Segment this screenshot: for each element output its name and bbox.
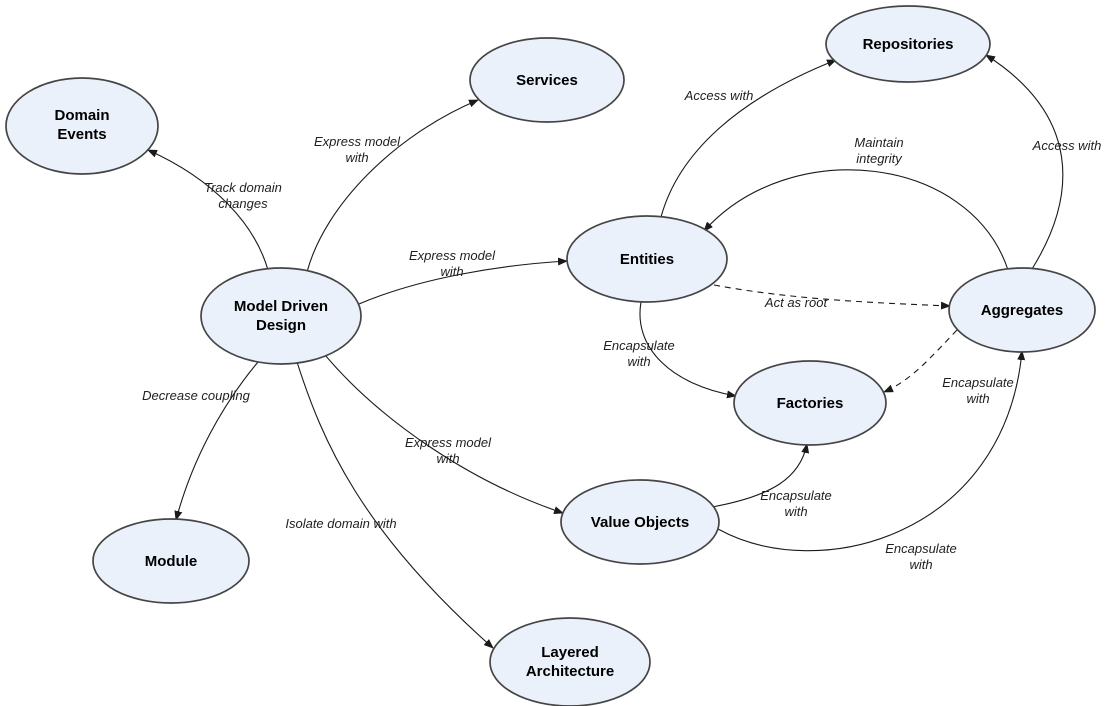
encapsulate-entities-factories-label: Encapsulate: [603, 338, 675, 353]
domain-events-label-2: Events: [57, 126, 106, 143]
express-model-entities-label: Express model: [409, 248, 496, 263]
domain-events-label: Domain: [54, 107, 109, 124]
encapsulate-entities-factories-label-2: with: [627, 354, 650, 369]
access-with-entities-label: Access with: [684, 88, 754, 103]
node-domain-events: Domain Events: [5, 77, 159, 175]
node-repositories: Repositories: [825, 5, 991, 83]
node-layered-architecture: Layered Architecture: [489, 617, 651, 706]
encapsulate-value-objects-factories-label: Encapsulate: [760, 488, 832, 503]
factories-shape: [733, 360, 887, 446]
model-driven-design-shape: [200, 267, 362, 365]
layered-architecture-label-2: Architecture: [526, 663, 614, 680]
edge-express-model-services: [306, 99, 479, 273]
entities-shape: [566, 215, 728, 303]
express-model-entities-label-2: with: [440, 264, 463, 279]
edges-layer: [147, 54, 1064, 649]
edge-access-with-entities: [660, 59, 837, 218]
edge-access-with-aggregates: [985, 54, 1064, 270]
edge-isolate-domain: [296, 361, 494, 649]
isolate-domain-label: Isolate domain with: [285, 516, 396, 531]
track-domain-changes-label: Track domain: [204, 180, 282, 195]
node-model-driven-design: Model Driven Design: [200, 267, 362, 365]
node-value-objects: Value Objects: [560, 479, 720, 565]
aggregates-label: Aggregates: [981, 302, 1064, 319]
encapsulate-value-objects-aggregates-label-2: with: [909, 557, 932, 572]
decrease-coupling-label: Decrease coupling: [142, 388, 250, 403]
aggregates-shape: [948, 267, 1096, 353]
repositories-shape: [825, 5, 991, 83]
module-label: Module: [145, 553, 198, 570]
edge-encapsulate-value-objects-factories: [711, 443, 810, 508]
model-driven-design-label: Model Driven: [234, 298, 328, 315]
encapsulate-aggregates-factories-label: Encapsulate: [942, 375, 1014, 390]
nodes-layer: Domain Events Services Repositories Mode…: [5, 5, 1096, 706]
services-shape: [469, 37, 625, 123]
edge-encapsulate-entities-factories: [639, 301, 737, 399]
edge-express-model-entities: [358, 257, 568, 305]
track-domain-changes-label-2: changes: [218, 196, 268, 211]
node-module: Module: [92, 518, 250, 604]
express-model-services-label: Express model: [314, 134, 401, 149]
layered-architecture-label: Layered: [541, 644, 599, 661]
module-shape: [92, 518, 250, 604]
access-with-aggregates-label: Access with: [1032, 138, 1102, 153]
maintain-integrity-label-2: integrity: [856, 151, 903, 166]
node-aggregates: Aggregates: [948, 267, 1096, 353]
edge-act-as-root: [713, 284, 951, 310]
node-factories: Factories: [733, 360, 887, 446]
express-model-value-objects-label: Express model: [405, 435, 492, 450]
encapsulate-aggregates-factories-label-2: with: [966, 391, 989, 406]
act-as-root-label: Act as root: [764, 295, 829, 310]
encapsulate-value-objects-factories-label-2: with: [784, 504, 807, 519]
edge-labels-layer: Track domain changes Express model with …: [142, 88, 1101, 572]
encapsulate-value-objects-aggregates-label: Encapsulate: [885, 541, 957, 556]
value-objects-label: Value Objects: [591, 514, 689, 531]
express-model-value-objects-label-2: with: [436, 451, 459, 466]
edge-maintain-integrity: [703, 169, 1009, 271]
edge-decrease-coupling: [174, 361, 259, 521]
entities-label: Entities: [620, 251, 674, 268]
services-label: Services: [516, 72, 578, 89]
edge-encapsulate-value-objects-aggregates: [717, 350, 1026, 552]
edge-express-model-value-objects: [324, 354, 564, 514]
factories-label: Factories: [777, 395, 844, 412]
express-model-services-label-2: with: [345, 150, 368, 165]
layered-architecture-shape: [489, 617, 651, 706]
node-entities: Entities: [566, 215, 728, 303]
repositories-label: Repositories: [863, 36, 954, 53]
edge-track-domain-changes: [147, 149, 269, 271]
domain-events-shape: [5, 77, 159, 175]
node-services: Services: [469, 37, 625, 123]
model-driven-design-label-2: Design: [256, 317, 306, 334]
value-objects-shape: [560, 479, 720, 565]
maintain-integrity-label: Maintain: [854, 135, 903, 150]
